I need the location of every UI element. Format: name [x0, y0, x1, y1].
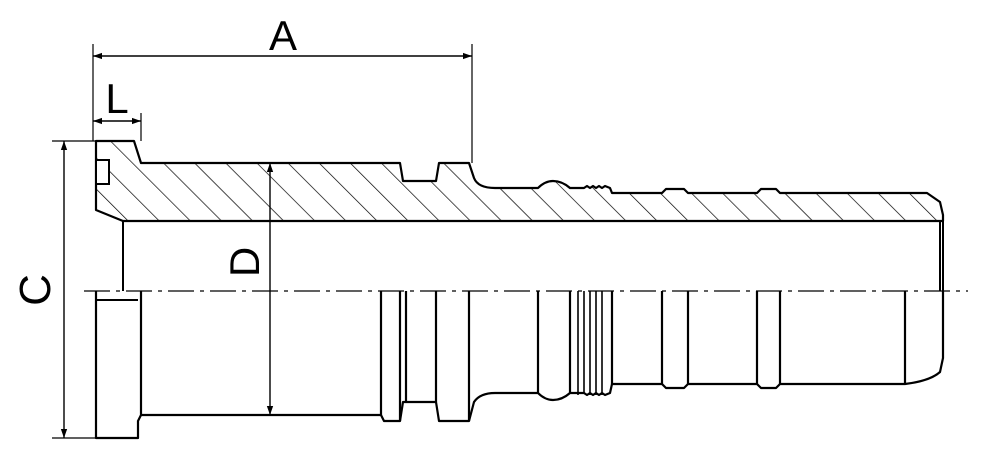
hatched-wall — [94, 139, 945, 223]
dim-label-L: L — [105, 75, 128, 122]
dim-label-A: A — [269, 12, 297, 59]
seal-groove — [95, 159, 110, 185]
dim-label-C: C — [11, 274, 60, 306]
body-outline — [141, 291, 945, 423]
extension-lines — [52, 44, 473, 439]
upper-section — [94, 139, 945, 291]
dimension-lines — [60, 52, 472, 438]
dim-label-D: D — [221, 247, 268, 277]
lower-view — [94, 291, 945, 440]
flange-outline — [94, 291, 143, 440]
